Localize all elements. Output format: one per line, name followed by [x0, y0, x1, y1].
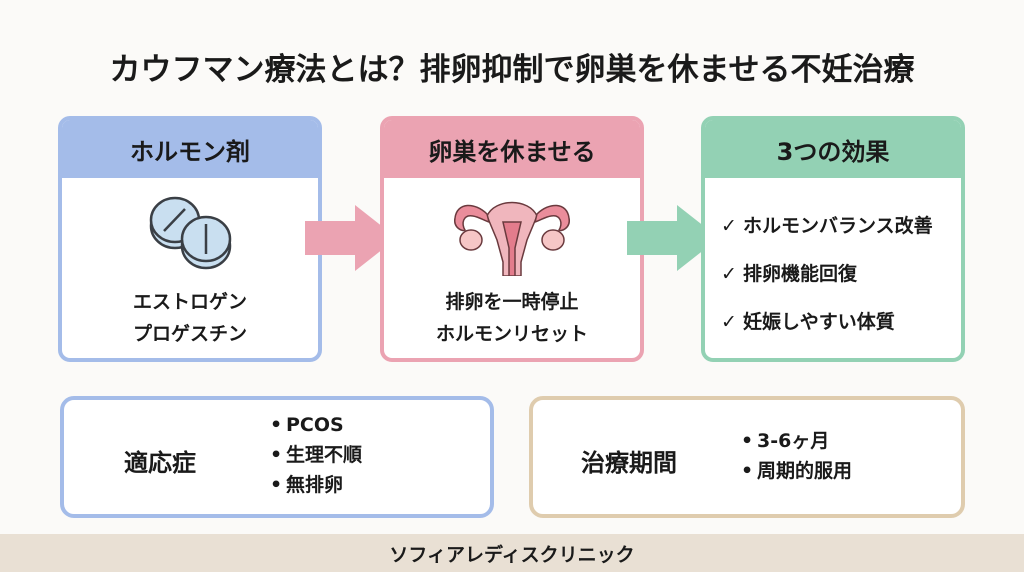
duration-label: 治療期間 [581, 449, 677, 477]
check-icon: ✓ [721, 215, 737, 237]
card-header: ホルモン剤 [62, 120, 318, 178]
card-effects: 3つの効果 ✓ホルモンバランス改善 ✓排卵機能回復 ✓妊娠しやすい体質 [701, 116, 965, 362]
effect-item: ✓排卵機能回復 [721, 250, 933, 298]
card-line: プロゲスチン [132, 323, 247, 345]
duration-list: •3-6ヶ月 •周期的服用 [741, 426, 852, 486]
list-item: •生理不順 [270, 444, 363, 466]
list-item: •無排卵 [270, 474, 344, 496]
card-ovary-rest: 卵巣を休ませる 排卵を一時停止 ホルモンリセット [380, 116, 644, 362]
check-icon: ✓ [721, 263, 737, 285]
arrow-right-icon [305, 205, 397, 271]
list-item: •周期的服用 [741, 460, 853, 482]
uterus-icon [454, 201, 570, 276]
pills-icon [149, 196, 232, 270]
indications-box: 適応症 •PCOS •生理不順 •無排卵 [60, 396, 494, 518]
page-title: カウフマン療法とは？排卵抑制で卵巣を休ませる不妊治療 [109, 52, 915, 88]
list-item: •3-6ヶ月 [741, 430, 830, 452]
effect-item: ✓ホルモンバランス改善 [721, 202, 933, 250]
card-line: エストロゲン [132, 291, 247, 313]
card-hormone: ホルモン剤 エストロゲン プロゲスチン [58, 116, 322, 362]
duration-box: 治療期間 •3-6ヶ月 •周期的服用 [529, 396, 965, 518]
list-item: •PCOS [270, 414, 344, 436]
indications-label: 適応症 [124, 449, 196, 477]
effect-item: ✓妊娠しやすい体質 [721, 298, 933, 346]
clinic-footer: ソフィアレディスクリニック [0, 534, 1024, 572]
card-header: 3つの効果 [705, 120, 961, 178]
check-icon: ✓ [721, 311, 737, 333]
card-line: 排卵を一時停止 [445, 291, 579, 313]
card-line: ホルモンリセット [435, 323, 588, 345]
arrow-right-icon [627, 205, 719, 271]
card-header: 卵巣を休ませる [384, 120, 640, 178]
indications-list: •PCOS •生理不順 •無排卵 [270, 410, 362, 500]
